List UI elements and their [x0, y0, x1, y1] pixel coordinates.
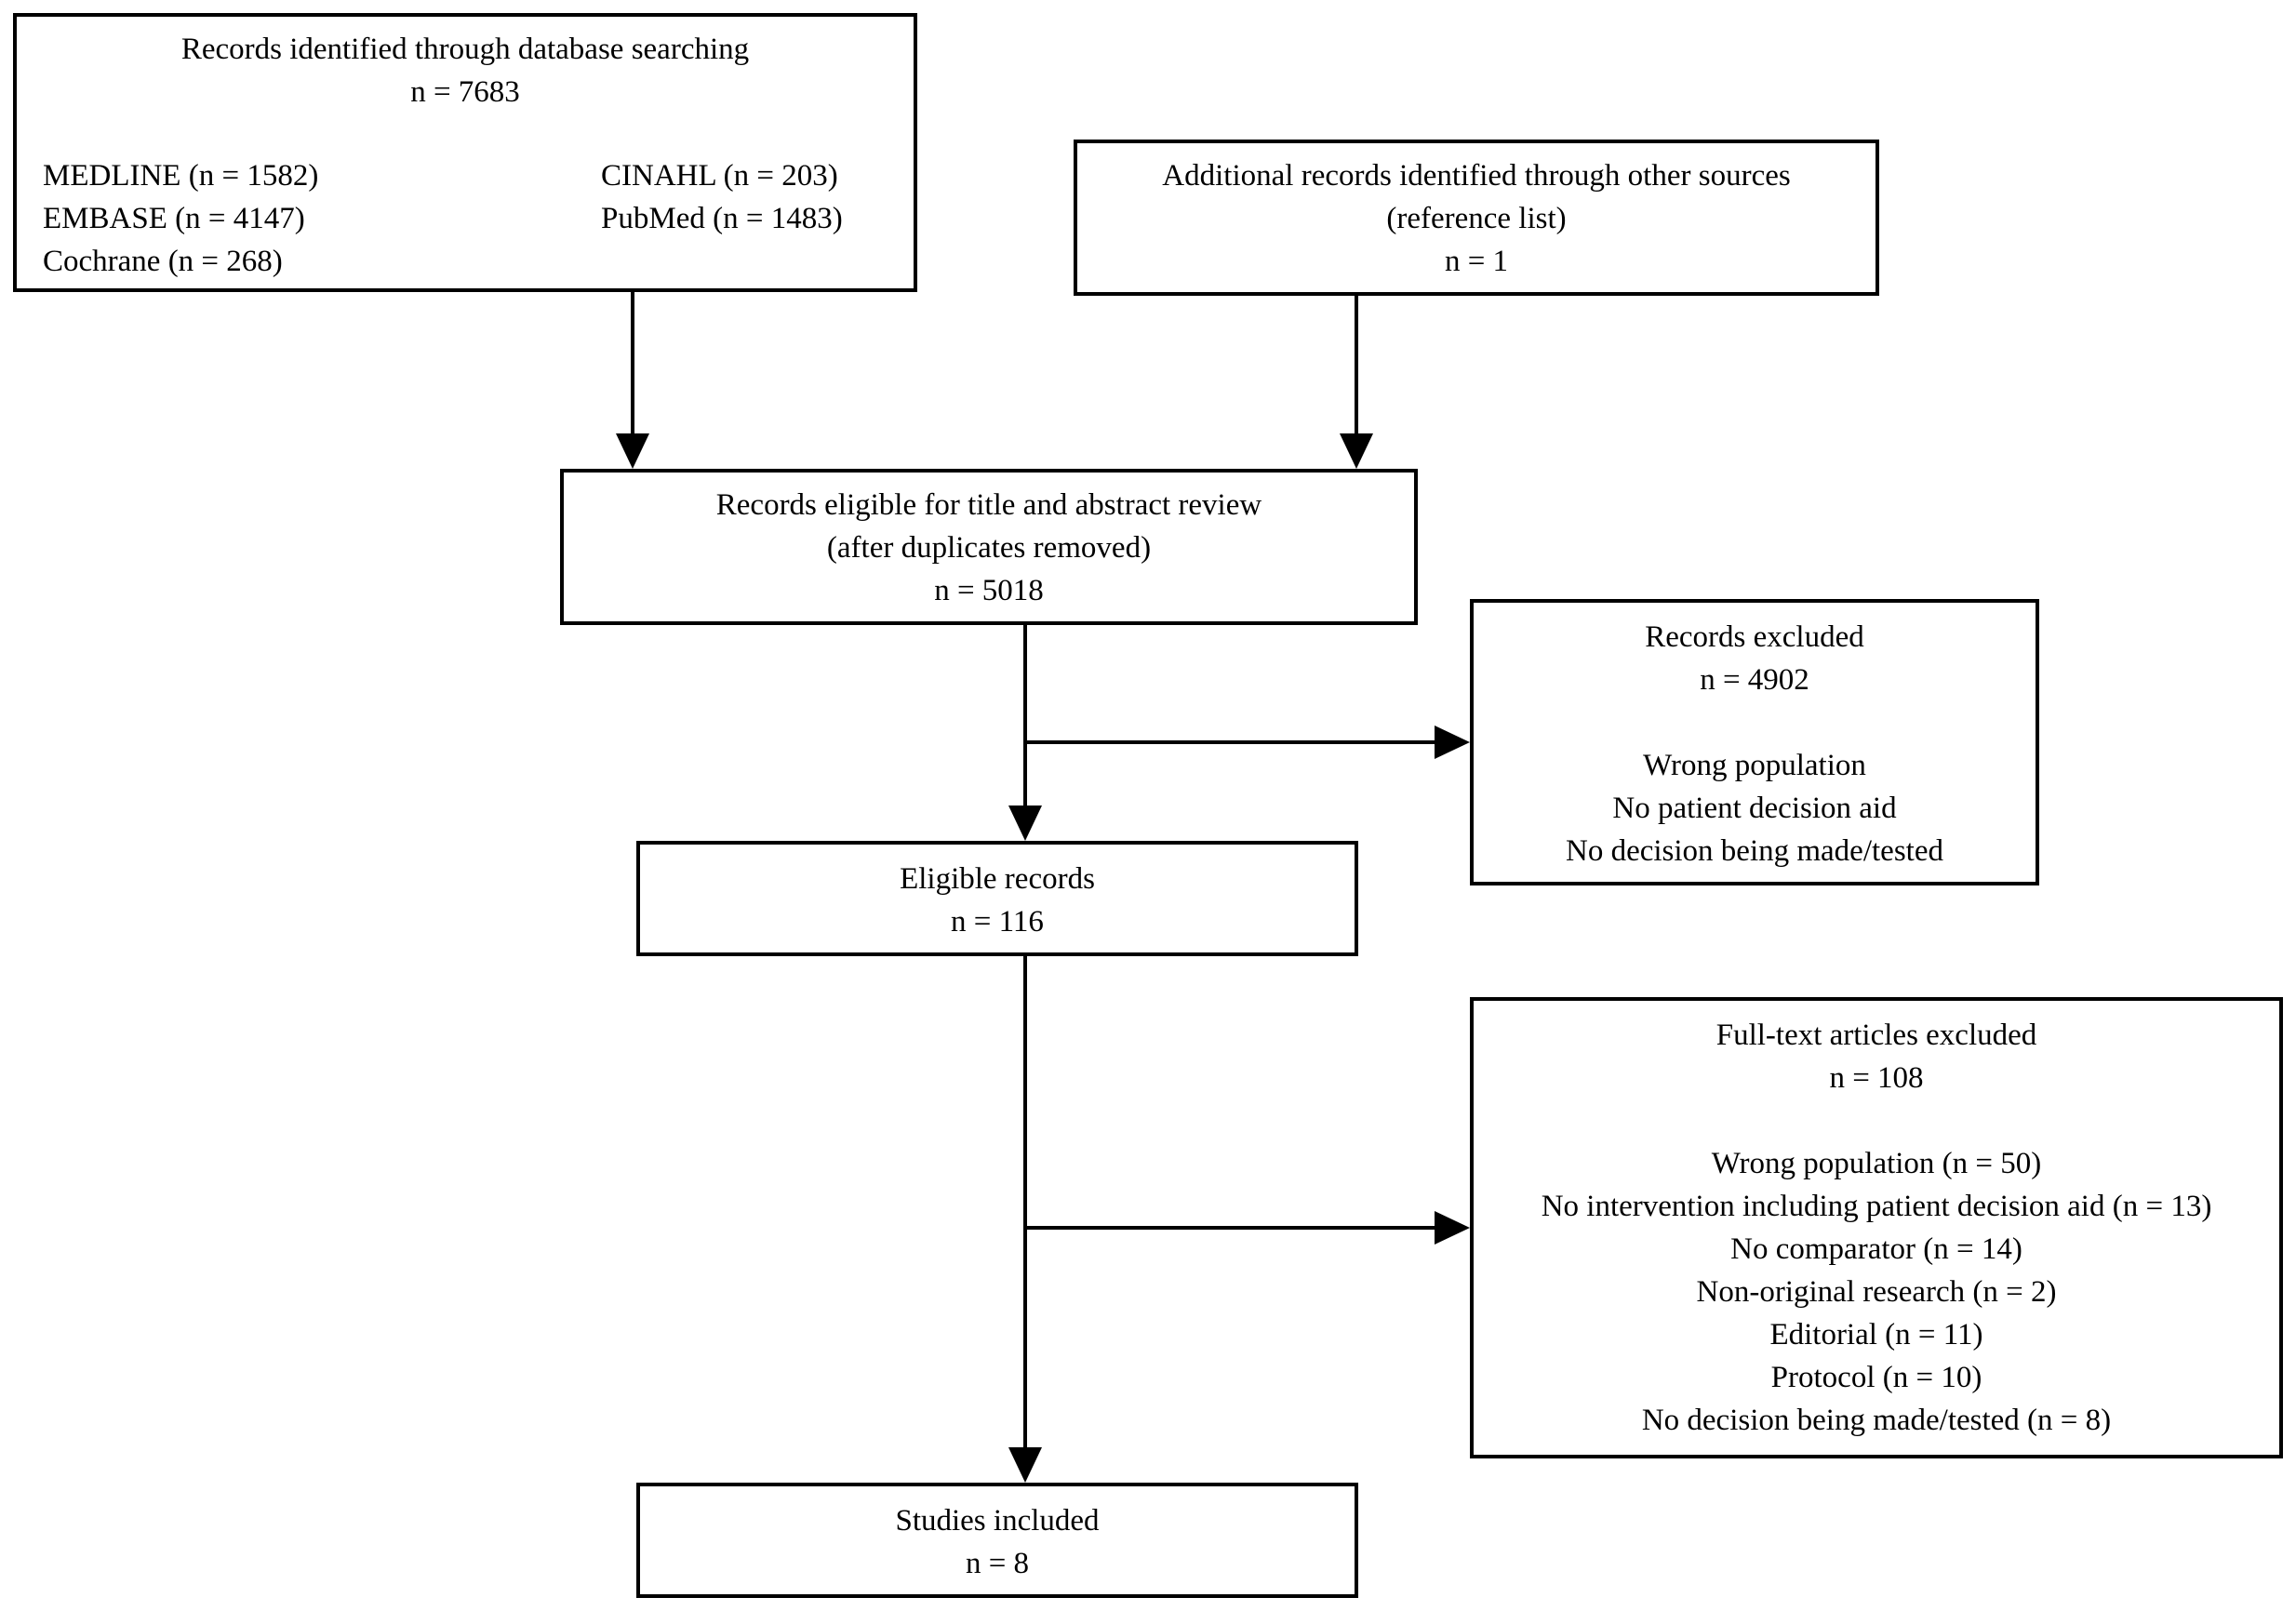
box-count: n = 7683 [410, 75, 520, 109]
box-subtitle: (reference list) [1386, 202, 1567, 235]
spacer [1474, 701, 2036, 744]
box-count: n = 108 [1829, 1061, 1924, 1095]
box-database-search: Records identified through database sear… [13, 13, 917, 292]
exclusion-reason: No decision being made/tested (n = 8) [1641, 1404, 2112, 1437]
exclusion-reason: Non-original research (n = 2) [1696, 1275, 2057, 1309]
box-title: Records eligible for title and abstract … [715, 488, 1262, 522]
box-count: n = 116 [951, 905, 1044, 939]
connector-review-to-eligible [1023, 625, 1027, 809]
box-count: n = 5018 [934, 574, 1044, 607]
arrowhead-down-icon [1008, 806, 1042, 841]
arrowhead-down-icon [1008, 1447, 1042, 1483]
connector-to-fulltext-excluded [1023, 1226, 1438, 1230]
box-title-abstract-review: Records eligible for title and abstract … [560, 469, 1418, 625]
arrowhead-down-icon [616, 433, 649, 469]
box-eligible-records: Eligible records n = 116 [636, 841, 1358, 956]
source-item: MEDLINE (n = 1582) [43, 159, 319, 193]
source-item: EMBASE (n = 4147) [43, 202, 305, 235]
box-title: Additional records identified through ot… [1162, 159, 1791, 193]
box-count: n = 8 [965, 1547, 1030, 1580]
box-count: n = 4902 [1700, 663, 1809, 697]
source-item: CINAHL (n = 203) [601, 159, 838, 193]
box-count: n = 1 [1444, 245, 1509, 278]
arrowhead-right-icon [1435, 726, 1470, 759]
exclusion-reason: No decision being made/tested [1566, 834, 1943, 868]
exclusion-reason: No intervention including patient decisi… [1541, 1190, 2212, 1223]
exclusion-reason: Protocol (n = 10) [1770, 1361, 1982, 1394]
box-studies-included: Studies included n = 8 [636, 1483, 1358, 1598]
box-fulltext-excluded: Full-text articles excluded n = 108 Wron… [1470, 997, 2283, 1458]
box-title: Records excluded [1645, 620, 1864, 654]
exclusion-reason: Editorial (n = 11) [1769, 1318, 1983, 1351]
spacer [1474, 1099, 2279, 1142]
arrowhead-right-icon [1435, 1211, 1470, 1245]
database-source-columns: MEDLINE (n = 1582) EMBASE (n = 4147) Coc… [17, 154, 914, 283]
box-subtitle: (after duplicates removed) [826, 531, 1152, 565]
box-title: Studies included [895, 1504, 1100, 1538]
source-item: PubMed (n = 1483) [601, 202, 843, 235]
database-source-column-left: MEDLINE (n = 1582) EMBASE (n = 4147) Coc… [43, 154, 601, 283]
source-item: Cochrane (n = 268) [43, 245, 283, 278]
box-other-sources: Additional records identified through ot… [1074, 140, 1879, 296]
connector-eligible-to-included [1023, 956, 1027, 1451]
exclusion-reason: Wrong population [1643, 749, 1866, 782]
exclusion-reason: No patient decision aid [1612, 792, 1897, 825]
exclusion-reason: Wrong population (n = 50) [1711, 1147, 2042, 1180]
connector-to-records-excluded [1023, 740, 1438, 744]
arrowhead-down-icon [1340, 433, 1373, 469]
box-title: Full-text articles excluded [1715, 1019, 2037, 1052]
database-source-column-right: CINAHL (n = 203) PubMed (n = 1483) [601, 154, 914, 283]
exclusion-reason: No comparator (n = 14) [1730, 1232, 2022, 1266]
connector-other-sources-to-review [1355, 296, 1358, 437]
box-title: Eligible records [900, 862, 1095, 896]
box-title: Records identified through database sear… [180, 33, 750, 66]
box-records-excluded: Records excluded n = 4902 Wrong populati… [1470, 599, 2039, 885]
connector-database-to-review [631, 292, 634, 437]
